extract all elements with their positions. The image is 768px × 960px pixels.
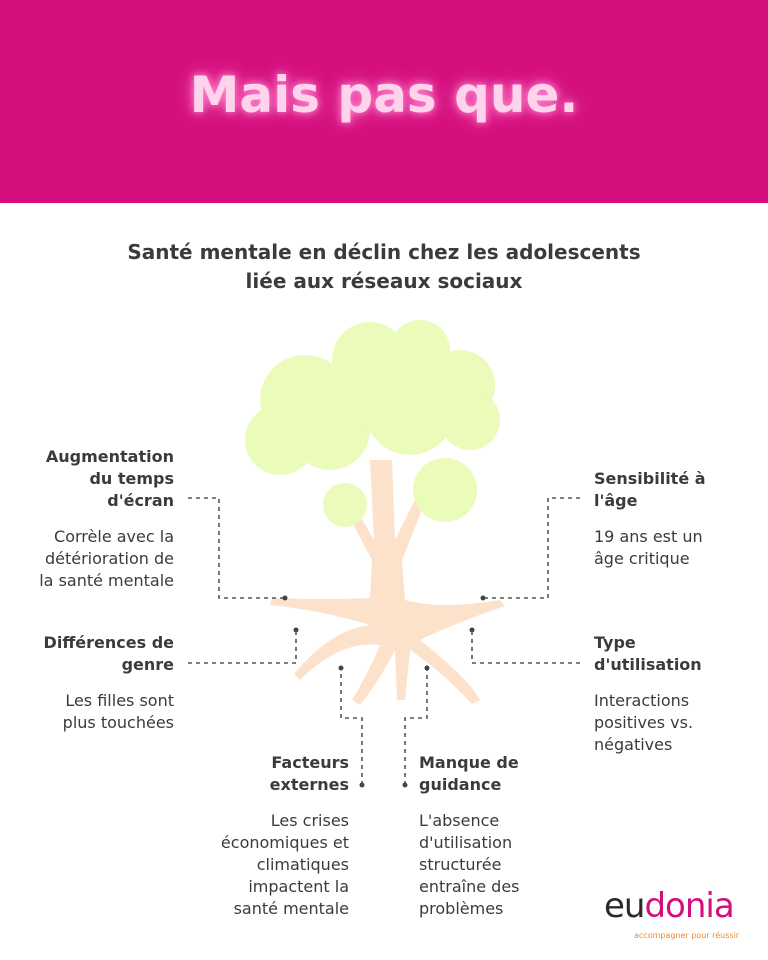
item-heading: Facteurs externes <box>269 753 349 794</box>
item-description: 19 ans est un âge critique <box>594 527 703 568</box>
connector-dots <box>282 595 486 788</box>
header-banner <box>0 0 768 203</box>
logo-part-1: eu <box>604 886 645 926</box>
logo-part-2: donia <box>644 886 734 926</box>
item-lack-of-guidance: Manque de guidance L'absence d'utilisati… <box>419 752 589 920</box>
item-gender: Différences de genre Les filles sont plu… <box>4 632 174 734</box>
item-description: Interactions positives vs. négatives <box>594 691 694 754</box>
item-description: L'absence d'utilisation structurée entra… <box>419 811 520 918</box>
item-heading: Augmentation du temps d'écran <box>45 447 174 510</box>
subtitle-line-1: Santé mentale en déclin chez les adolesc… <box>127 240 641 264</box>
item-heading: Type d'utilisation <box>594 633 702 674</box>
subtitle: Santé mentale en déclin chez les adolesc… <box>0 238 768 296</box>
logo-tagline: accompagner pour réussir <box>634 931 740 940</box>
item-external-factors: Facteurs externes Les crises économiques… <box>179 752 349 920</box>
item-description: Les filles sont plus touchées <box>62 691 174 732</box>
item-age-sensitivity: Sensibilité à l'âge 19 ans est un âge cr… <box>594 468 764 570</box>
item-heading: Différences de genre <box>43 633 174 674</box>
item-heading: Manque de guidance <box>419 753 519 794</box>
tree-foliage <box>245 320 500 527</box>
item-screen-time: Augmentation du temps d'écran Corrèle av… <box>4 446 174 592</box>
eudonia-logo: eudonia accompagner pour réussir <box>604 884 764 942</box>
item-heading: Sensibilité à l'âge <box>594 469 706 510</box>
item-description: Corrèle avec la détérioration de la sant… <box>39 527 174 590</box>
tree-trunk-roots <box>270 460 505 705</box>
connectors <box>188 497 580 785</box>
item-description: Les crises économiques et climatiques im… <box>220 811 349 918</box>
subtitle-line-2: liée aux réseaux sociaux <box>245 269 523 293</box>
item-usage-type: Type d'utilisation Interactions positive… <box>594 632 764 756</box>
page-title: Mais pas que. <box>189 66 579 124</box>
